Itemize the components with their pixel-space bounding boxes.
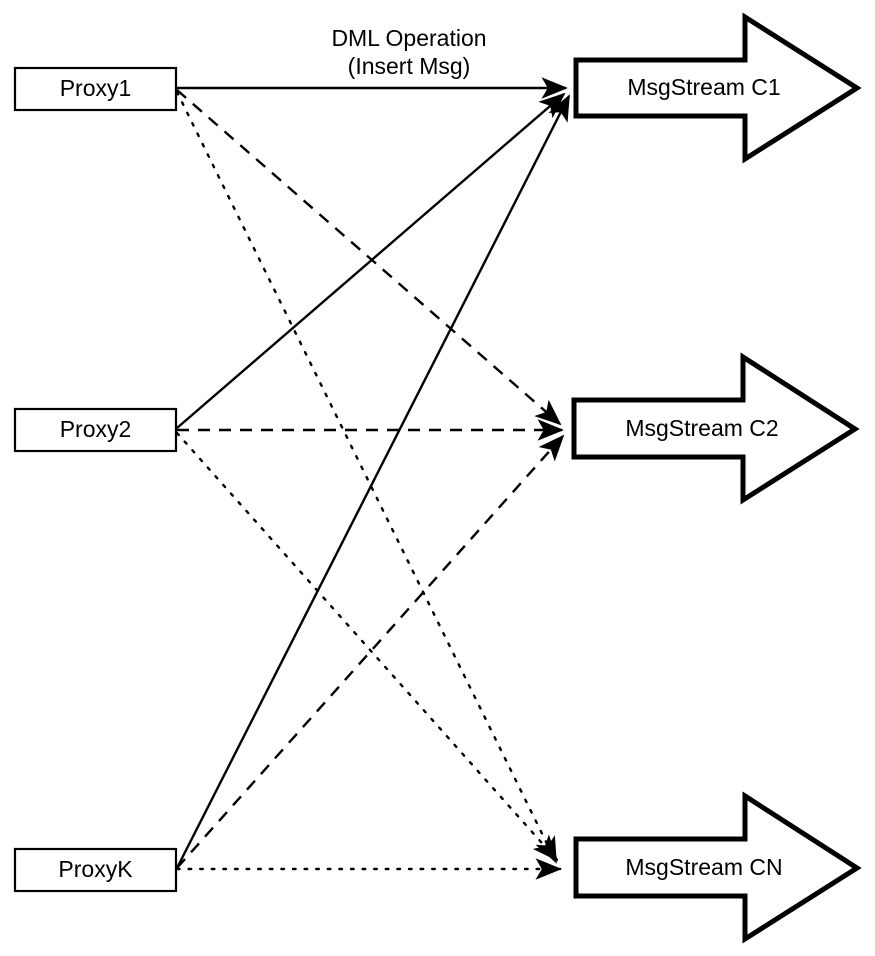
node-msgstream-c1[interactable]: MsgStream C1 <box>573 12 862 164</box>
edge-annotation-dml-operation: DML Operation (Insert Msg) <box>331 25 486 79</box>
edge-proxyk-to-c2 <box>176 434 565 869</box>
block-arrow-right-icon-cn[interactable] <box>573 791 862 944</box>
dml-operation-line1: DML Operation <box>331 25 486 51</box>
proxy2-box[interactable] <box>13 407 178 453</box>
edge-group-proxyk <box>175 94 571 880</box>
edge-proxy1-to-c2 <box>176 89 562 426</box>
edge-proxy2-to-c1 <box>176 92 566 429</box>
msgstream-c1-label: MsgStream C1 <box>627 74 780 100</box>
proxyk-label: ProxyK <box>58 856 133 882</box>
node-proxy1[interactable]: Proxy1 <box>13 66 178 112</box>
proxy1-label: Proxy1 <box>60 75 132 101</box>
node-proxy2[interactable]: Proxy2 <box>13 407 178 453</box>
node-msgstream-cn[interactable]: MsgStream CN <box>573 791 862 944</box>
proxyk-box[interactable] <box>13 847 178 893</box>
block-arrow-right-icon-c2[interactable] <box>571 352 860 505</box>
msgstream-cn-label: MsgStream CN <box>625 854 782 880</box>
msgstream-c2-label: MsgStream C2 <box>625 415 778 441</box>
edge-group-proxy1 <box>175 77 568 864</box>
block-arrow-right-icon-c1[interactable] <box>573 12 862 164</box>
node-proxyk[interactable]: ProxyK <box>13 847 178 893</box>
edge-group-proxy2 <box>175 92 566 862</box>
proxy1-box[interactable] <box>13 66 178 112</box>
edge-proxyk-to-c1 <box>175 94 571 869</box>
proxy2-label: Proxy2 <box>60 416 132 442</box>
edge-proxy1-to-cn <box>175 90 558 864</box>
node-msgstream-c2[interactable]: MsgStream C2 <box>571 352 860 505</box>
edge-proxy2-to-cn <box>175 431 559 862</box>
dml-operation-line2: (Insert Msg) <box>348 53 471 79</box>
